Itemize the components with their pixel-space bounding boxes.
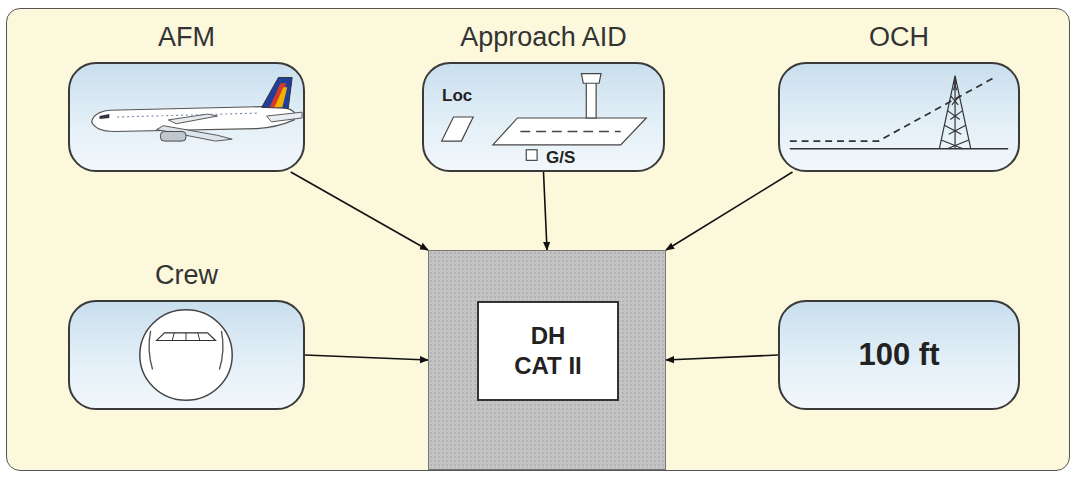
- cockpit-illustration: [140, 310, 232, 401]
- box-heading: Approach AID: [404, 22, 683, 53]
- tower-lattice: [951, 96, 960, 105]
- box-heading: Crew: [50, 260, 323, 291]
- aid-label: Loc: [442, 86, 472, 106]
- inner-white-box: DH CAT II: [477, 301, 619, 401]
- tower-outline: [939, 76, 970, 149]
- height-box: 100 ft: [778, 300, 1020, 410]
- tower-lattice: [944, 125, 965, 134]
- box-heading: AFM: [50, 22, 323, 53]
- illustration: [424, 64, 663, 170]
- box-heading: OCH: [760, 22, 1038, 53]
- tower-lattice: [953, 81, 956, 90]
- arrow-connector: [666, 355, 778, 360]
- arrow-connector: [305, 355, 428, 360]
- illustration: [70, 64, 303, 170]
- arrow-connector: [666, 172, 793, 250]
- airplane-illustration: [92, 77, 302, 141]
- box-label: 100 ft: [859, 337, 940, 373]
- illustration: [70, 302, 303, 408]
- illustration: [780, 64, 1018, 170]
- obstacle-illustration: [790, 76, 1008, 149]
- och-box: OCH: [778, 62, 1020, 172]
- arrow-connector: [544, 172, 548, 250]
- aid-label: G/S: [546, 148, 575, 168]
- aircraft-box: AFM: [68, 62, 305, 172]
- tower-lattice: [948, 111, 963, 120]
- approach-aid-illustration: [442, 74, 647, 161]
- crew-box: Crew: [68, 300, 305, 410]
- label-holder: 100 ft: [780, 302, 1018, 408]
- approach-aid-box: Approach AIDLocG/S: [422, 62, 665, 172]
- decision-height-box: DH CAT II: [428, 250, 666, 470]
- arrow-connector: [291, 172, 428, 250]
- tower-lattice: [941, 140, 969, 149]
- box-label: DH CAT II: [508, 321, 588, 381]
